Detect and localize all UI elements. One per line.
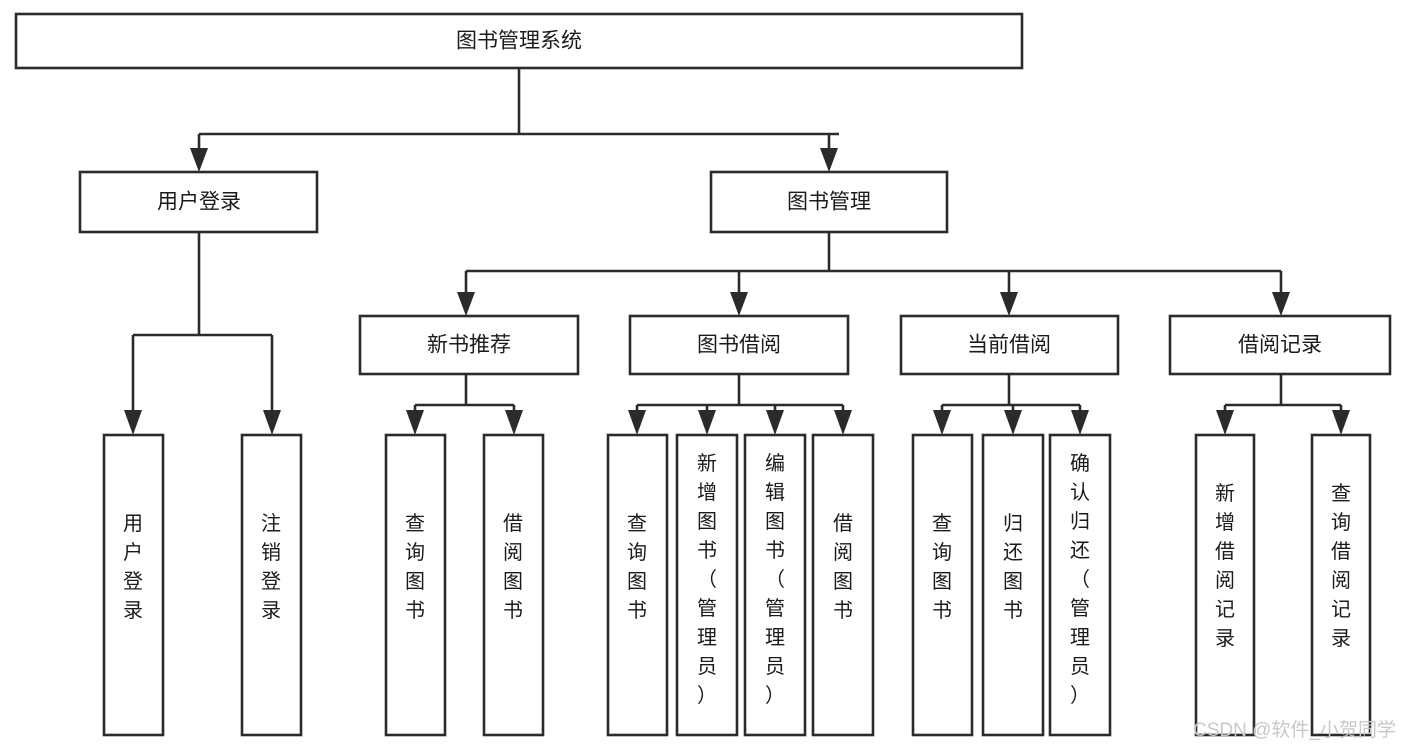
node-leaf-user-login-label: 用户登录 — [123, 513, 143, 622]
node-leaf-query-book-current-box[interactable] — [911, 433, 974, 737]
node-leaf-borrow-book-rec-box[interactable] — [482, 433, 545, 737]
arrowhead-leaf-query-book-current — [933, 410, 951, 435]
node-leaf-borrow-book[interactable]: 借阅图书 — [811, 433, 875, 737]
node-leaf-query-book-rec-box[interactable] — [384, 433, 447, 737]
node-leaf-logout[interactable]: 注销登录 — [240, 433, 303, 737]
arrowhead-book-borrow — [730, 292, 748, 316]
node-root-label: 图书管理系统 — [456, 30, 582, 53]
node-user-login[interactable]: 用户登录 — [78, 170, 319, 234]
node-leaf-query-book-current-label: 查询图书 — [932, 512, 952, 622]
node-leaf-confirm-return-label: 确认归还（管理员） — [1070, 452, 1090, 707]
node-new-book-recommend[interactable]: 新书推荐 — [358, 314, 580, 376]
node-leaf-borrow-book-rec-label: 借阅图书 — [503, 512, 523, 622]
node-new-book-recommend-box[interactable] — [358, 314, 580, 376]
arrowhead-leaf-query-book-rec — [406, 410, 424, 435]
node-book-management-box[interactable] — [709, 170, 949, 234]
node-borrow-record-box[interactable] — [1168, 314, 1392, 376]
node-leaf-edit-book-label: 编辑图书（管理员） — [765, 452, 785, 707]
arrowhead-leaf-query-borrow-record — [1332, 410, 1350, 435]
node-book-borrow[interactable]: 图书借阅 — [628, 314, 850, 376]
node-leaf-query-borrow-record-label: 查询借阅记录 — [1331, 482, 1351, 650]
arrowhead-book-management — [820, 148, 838, 172]
node-leaf-borrow-book-label: 借阅图书 — [833, 512, 853, 622]
arrowhead-leaf-query-book-borrow — [628, 410, 646, 435]
node-new-book-recommend-label: 新书推荐 — [427, 334, 511, 357]
node-leaf-borrow-book-box[interactable] — [811, 433, 875, 737]
node-leaf-add-borrow-record[interactable]: 新增借阅记录 — [1194, 433, 1256, 737]
node-leaf-user-login-box[interactable] — [102, 433, 165, 737]
node-leaf-return-book[interactable]: 归还图书 — [981, 433, 1045, 737]
arrowhead-new-book-recommend — [457, 292, 475, 316]
arrowhead-leaf-add-book — [698, 410, 716, 435]
node-leaf-query-book-borrow[interactable]: 查询图书 — [606, 433, 669, 737]
node-root-box[interactable] — [14, 12, 1024, 70]
node-book-borrow-label: 图书借阅 — [697, 334, 781, 357]
csdn-watermark: CSDN @软件_小贺同学 — [1193, 719, 1396, 741]
node-leaf-query-book-current[interactable]: 查询图书 — [911, 433, 974, 737]
node-leaf-user-login[interactable]: 用户登录 — [102, 433, 165, 737]
node-leaf-add-book-box[interactable] — [675, 433, 739, 737]
arrowhead-leaf-return-book — [1004, 410, 1022, 435]
node-book-management-label: 图书管理 — [787, 191, 871, 214]
node-leaf-add-book[interactable]: 新增图书（管理员） — [675, 433, 739, 737]
node-leaf-add-book-label: 新增图书（管理员） — [697, 452, 717, 707]
node-leaf-edit-book[interactable]: 编辑图书（管理员） — [743, 433, 807, 737]
connectors-layer — [124, 68, 1350, 435]
node-leaf-logout-label: 注销登录 — [261, 512, 281, 622]
node-leaf-edit-book-box[interactable] — [743, 433, 807, 737]
arrowhead-current-borrow — [1000, 292, 1018, 316]
arrowhead-leaf-add-borrow-record — [1216, 410, 1234, 435]
node-leaf-query-book-borrow-label: 查询图书 — [627, 512, 647, 622]
node-user-login-label: 用户登录 — [157, 191, 241, 214]
node-root[interactable]: 图书管理系统 — [14, 12, 1024, 70]
node-leaf-return-book-label: 归还图书 — [1003, 512, 1023, 622]
arrowhead-leaf-edit-book — [766, 410, 784, 435]
node-leaf-confirm-return-box[interactable] — [1048, 433, 1112, 737]
node-leaf-query-book-borrow-box[interactable] — [606, 433, 669, 737]
node-leaf-query-borrow-record-box[interactable] — [1310, 433, 1372, 737]
node-borrow-record[interactable]: 借阅记录 — [1168, 314, 1392, 376]
arrowhead-leaf-confirm-return — [1071, 410, 1089, 435]
nodes-layer: 图书管理系统 用户登录 图书管理 新书推荐 图书借阅 当前 — [14, 12, 1392, 737]
arrowhead-borrow-record — [1272, 292, 1290, 316]
node-current-borrow-box[interactable] — [899, 314, 1120, 376]
node-leaf-logout-box[interactable] — [240, 433, 303, 737]
arrowhead-leaf-user-login — [124, 410, 142, 435]
arrowhead-leaf-borrow-book — [834, 410, 852, 435]
node-current-borrow-label: 当前借阅 — [967, 334, 1051, 357]
node-leaf-borrow-book-rec[interactable]: 借阅图书 — [482, 433, 545, 737]
node-leaf-query-borrow-record[interactable]: 查询借阅记录 — [1310, 433, 1372, 737]
node-borrow-record-label: 借阅记录 — [1238, 334, 1322, 357]
arrowhead-user-login — [190, 148, 208, 172]
node-leaf-confirm-return[interactable]: 确认归还（管理员） — [1048, 433, 1112, 737]
arrowhead-leaf-borrow-book-rec — [505, 410, 523, 435]
node-book-management[interactable]: 图书管理 — [709, 170, 949, 234]
node-leaf-add-borrow-record-label: 新增借阅记录 — [1215, 482, 1235, 650]
arrowhead-leaf-logout — [263, 410, 281, 435]
node-leaf-return-book-box[interactable] — [981, 433, 1045, 737]
node-book-borrow-box[interactable] — [628, 314, 850, 376]
node-leaf-add-borrow-record-box[interactable] — [1194, 433, 1256, 737]
node-leaf-query-book-rec[interactable]: 查询图书 — [384, 433, 447, 737]
node-current-borrow[interactable]: 当前借阅 — [899, 314, 1120, 376]
node-leaf-query-book-rec-label: 查询图书 — [405, 512, 425, 622]
node-user-login-box[interactable] — [78, 170, 319, 234]
